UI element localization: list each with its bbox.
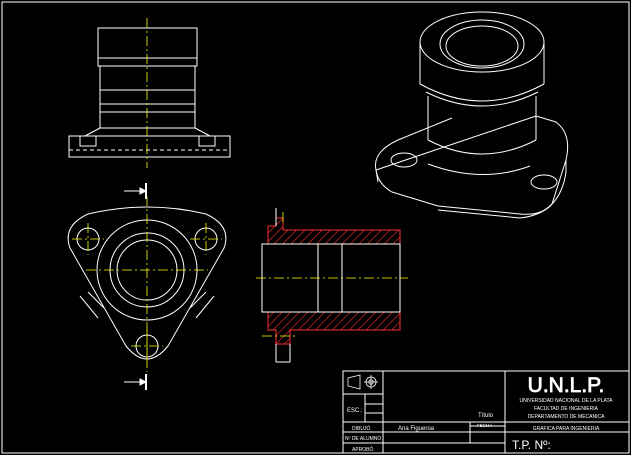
scale-label: ESC.:	[347, 408, 363, 414]
course-name: GRAFICA PARA INGENIERIA	[533, 426, 600, 432]
section-hatch-top	[267, 217, 401, 245]
university-name: UNIVERSIDAD NACIONAL DE LA PLATA	[520, 398, 614, 404]
tp-number: T.P. Nº:	[512, 438, 551, 452]
title-block: ESC.: Título DIBUJÓ Ana Figueroa FECHA N…	[342, 370, 630, 454]
section-hatch-bottom	[267, 311, 401, 345]
cutting-plane-marker-top	[124, 183, 148, 199]
isometric-view	[374, 11, 569, 219]
top-view-centerlines	[72, 196, 222, 372]
front-view	[68, 27, 231, 158]
drawn-by-name: Ana Figueroa	[398, 426, 435, 432]
section-view	[261, 208, 401, 363]
student-number-label: Nº DE ALUMNO	[345, 436, 381, 442]
title-label: Título	[478, 413, 494, 419]
unlp-logo: U.N.L.P.	[528, 374, 605, 397]
department-name: DEPARTAMENTO DE MECANICA	[528, 414, 606, 420]
date-label: FECHA	[477, 423, 492, 428]
faculty-name: FACULTAD DE INGENIERIA	[534, 406, 599, 412]
cutting-plane-marker-bottom	[124, 374, 148, 390]
approved-label: APROBÓ	[352, 446, 374, 453]
first-angle-projection-icon	[347, 374, 378, 390]
section-view-centerlines	[256, 212, 408, 337]
drawn-by-label: DIBUJÓ	[352, 425, 370, 432]
